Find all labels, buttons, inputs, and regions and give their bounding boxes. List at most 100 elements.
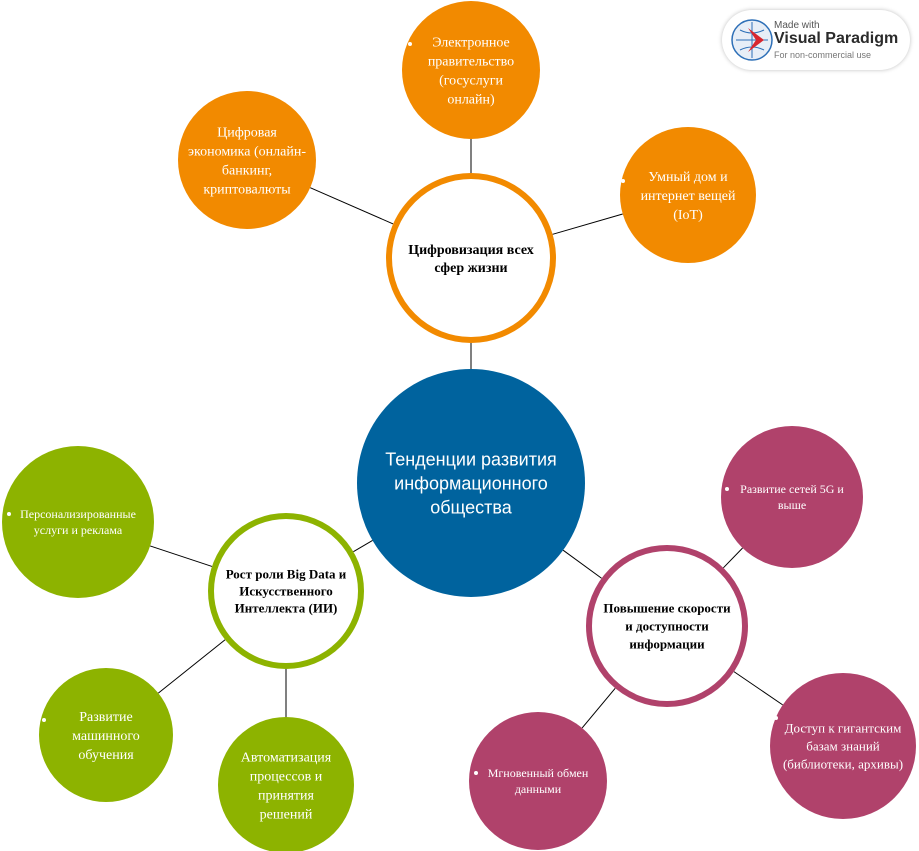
node-label-line: решений — [260, 807, 313, 822]
node-label-line: Цифровая — [217, 125, 277, 140]
node-label-line: принятия — [258, 788, 315, 803]
node-label-line: базам знаний — [806, 739, 880, 754]
node-label-line: Доступ к гигантским — [785, 721, 902, 736]
connector-hub-digitalization-to-leaf-digital-economy — [310, 187, 394, 225]
node-label-line: интернет вещей — [641, 189, 736, 204]
node-label-line: Тенденции развития — [385, 449, 557, 469]
node-label-line: экономика (онлайн- — [188, 144, 306, 159]
node-label-line: банкинг, — [222, 163, 272, 178]
node-label-line: онлайн) — [447, 92, 495, 107]
node-circle-hub-speed — [586, 545, 748, 707]
node-leaf-5g[interactable]: Развитие сетей 5G и выше — [721, 426, 863, 568]
node-circle-leaf-ml — [39, 668, 173, 802]
node-label-leaf-5g: Развитие сетей 5G и выше — [740, 482, 844, 512]
node-label-leaf-personalized: Персонализированные услуги и реклама — [20, 507, 136, 537]
node-label-line: Повышение скорости — [603, 601, 731, 616]
node-circle-leaf-automation — [218, 717, 354, 851]
node-circle-hub-bigdata — [208, 513, 364, 669]
node-label-line: Электронное — [432, 35, 510, 50]
node-label-line: (библиотеки, архивы) — [783, 757, 903, 772]
node-leaf-knowledge[interactable]: Доступ к гигантским базам знаний (библиоте… — [770, 673, 916, 819]
node-label-hub-digitalization: Цифровизация всех сфер жизни — [408, 243, 534, 276]
node-label-leaf-egov: Электронное правительство (госуслуги онлайн… — [428, 35, 514, 107]
connector-hub-speed-to-leaf-knowledge — [733, 671, 783, 706]
node-leaf-smart-home[interactable]: Умный дом и интернет вещей (IoT) — [620, 127, 756, 263]
bullet-dot-icon — [725, 487, 729, 491]
node-label-line: Автоматизация — [241, 750, 332, 765]
node-leaf-automation[interactable]: Автоматизация процессов и принятия решений — [218, 717, 354, 851]
connector-hub-bigdata-to-leaf-personalized — [149, 545, 213, 567]
node-circle-center — [357, 369, 585, 597]
node-label-line: общества — [430, 497, 513, 517]
node-label-line: Искусственного — [239, 584, 333, 599]
node-label-line: правительство — [428, 54, 514, 69]
connector-lines — [149, 139, 783, 729]
node-label-line: выше — [778, 498, 806, 512]
node-circle-leaf-digital-economy — [178, 91, 316, 229]
visual-paradigm-badge[interactable]: Made with Visual Paradigm For non-commer… — [722, 10, 910, 70]
node-circle-leaf-smart-home — [620, 127, 756, 263]
bullet-dot-icon — [42, 718, 46, 722]
node-label-line: данными — [515, 782, 562, 796]
node-label-line: Развитие сетей 5G и — [740, 482, 844, 496]
connector-hub-bigdata-to-leaf-ml — [158, 639, 226, 694]
bullet-dot-icon — [220, 754, 224, 758]
node-label-line: Мгновенный обмен — [488, 766, 589, 780]
bullet-dot-icon — [408, 42, 412, 46]
node-hub-speed[interactable]: Повышение скорости и доступности информаци… — [586, 545, 748, 707]
node-label-line: (IoT) — [673, 208, 703, 223]
node-label-leaf-knowledge: Доступ к гигантским базам знаний (библиоте… — [783, 721, 903, 772]
node-label-line: сфер жизни — [434, 261, 507, 276]
connector-center-to-hub-bigdata — [353, 540, 373, 553]
node-label-leaf-smart-home: Умный дом и интернет вещей (IoT) — [641, 170, 736, 223]
node-label-hub-speed: Повышение скорости и доступности информаци… — [603, 601, 731, 652]
bullet-dot-icon — [774, 716, 778, 720]
node-center[interactable]: Тенденции развития информационного обществ… — [357, 369, 585, 597]
badge-brand: Visual Paradigm — [774, 30, 899, 47]
node-label-leaf-automation: Автоматизация процессов и принятия решений — [241, 750, 332, 822]
node-circle-leaf-personalized — [2, 446, 154, 598]
node-label-line: (госуслуги — [439, 73, 503, 88]
node-hub-digitalization[interactable]: Цифровизация всех сфер жизни — [386, 173, 556, 343]
bullet-dot-icon — [474, 771, 478, 775]
node-circle-hub-digitalization — [386, 173, 556, 343]
node-leaf-digital-economy[interactable]: Цифровая экономика (онлайн-банкинг, крипто… — [178, 91, 316, 229]
node-label-line: процессов и — [250, 769, 323, 784]
node-label-line: Умный дом и — [648, 170, 728, 185]
node-circle-leaf-knowledge — [770, 673, 916, 819]
node-label-line: услуги и реклама — [34, 523, 123, 537]
node-leaf-exchange[interactable]: Мгновенный обмен данными — [469, 712, 607, 850]
node-label-line: обучения — [78, 748, 134, 763]
badge-made-with: Made with — [774, 20, 820, 31]
node-label-center: Тенденции развития информационного обществ… — [385, 449, 557, 517]
bullet-dot-icon — [7, 512, 11, 516]
node-label-line: Цифровизация всех — [408, 243, 534, 258]
node-label-line: Интеллекта (ИИ) — [235, 601, 338, 616]
node-label-line: Персонализированные — [20, 507, 136, 521]
node-leaf-egov[interactable]: Электронное правительство (госуслуги онлайн… — [402, 1, 540, 139]
node-circle-leaf-exchange — [469, 712, 607, 850]
node-label-line: информации — [629, 637, 705, 652]
node-label-line: и доступности — [625, 619, 709, 634]
connector-center-to-hub-speed — [562, 549, 602, 579]
node-label-line: криптовалюты — [203, 182, 291, 197]
bullet-dot-icon — [621, 179, 625, 183]
node-leaf-personalized[interactable]: Персонализированные услуги и реклама — [2, 446, 154, 598]
badge-note: For non-commercial use — [774, 50, 872, 60]
node-label-line: информационного — [394, 473, 548, 493]
node-circle-leaf-egov — [402, 1, 540, 139]
connector-hub-speed-to-leaf-exchange — [581, 687, 616, 729]
node-circle-leaf-5g — [721, 426, 863, 568]
node-label-line: Развитие — [79, 710, 132, 725]
node-label-leaf-exchange: Мгновенный обмен данными — [488, 766, 589, 796]
node-label-leaf-digital-economy: Цифровая экономика (онлайн-банкинг, крипто… — [188, 125, 306, 197]
connector-hub-speed-to-leaf-5g — [723, 547, 743, 569]
node-label-line: Рост роли Big Data и — [226, 567, 347, 582]
visual-paradigm-logo-icon — [731, 19, 773, 61]
